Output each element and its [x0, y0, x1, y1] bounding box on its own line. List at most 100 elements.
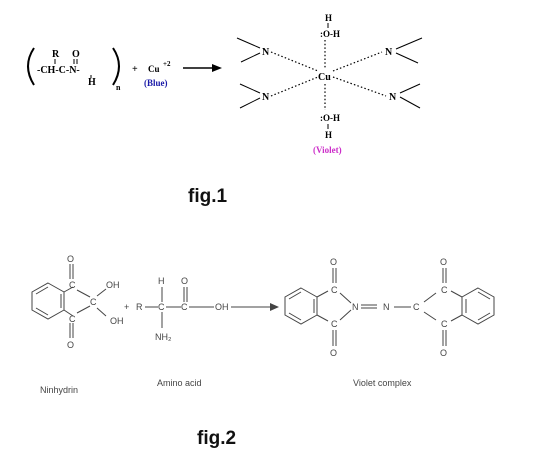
- ninhydrin-label: Ninhydrin: [40, 385, 78, 395]
- copper-charge: +2: [163, 60, 171, 68]
- n-ll-arm-2: [239, 97, 261, 109]
- n-ll-arm-1: [239, 83, 261, 94]
- vc-right-bond-up: [450, 290, 463, 298]
- ninhydrin-inner-bond-1: [35, 286, 49, 295]
- cu-center: Cu: [318, 72, 331, 83]
- vc-o-top-right: O: [440, 257, 447, 267]
- amide-h-label: H: [88, 77, 96, 88]
- n-atom-lower-right: N: [389, 92, 397, 103]
- vc-left-bond-down: [316, 314, 329, 322]
- water-top: :O-H: [320, 29, 340, 39]
- reaction-arrow-1-head: [212, 64, 222, 72]
- n-lr-arm-2: [399, 96, 421, 109]
- vc-left-c-n-down: [339, 309, 352, 321]
- aa-nh2-label: NH₂: [155, 332, 172, 342]
- ninhydrin-oh-bond-2: [96, 307, 107, 317]
- vc-c-lower-right: C: [441, 319, 448, 329]
- r-group-label: R: [52, 49, 60, 60]
- ninhydrin-bond-upper: [63, 286, 74, 293]
- vc-o-top-left: O: [330, 257, 337, 267]
- vc-right-c-down: [423, 311, 437, 321]
- vc-left-inner-1: [288, 291, 302, 300]
- vc-c-lower-left: C: [331, 319, 338, 329]
- vc-right-inner-3: [477, 312, 491, 321]
- aa-c-carboxyl: C: [181, 302, 188, 312]
- fig1-caption: fig.1: [188, 186, 228, 207]
- right-paren: [112, 47, 120, 86]
- n-ur-arm-1: [395, 37, 423, 50]
- ninhydrin-o-bottom: O: [67, 340, 74, 350]
- amino-acid-atoms: + R H C O C OH NH₂ Amino acid: [124, 276, 229, 388]
- vc-c-upper-right: C: [441, 285, 448, 295]
- ninhydrin-benzene-ring: [31, 282, 65, 320]
- fig2-caption: fig.2: [197, 428, 237, 449]
- vc-left-inner-2: [288, 312, 302, 321]
- carbonyl-o-label: O: [72, 49, 80, 60]
- plus-sign-fig2: +: [124, 302, 129, 312]
- vc-o-bottom-left: O: [330, 348, 337, 358]
- fig2-reaction: O O C C C OH OH Ninhydrin + R H C O C OH: [31, 254, 495, 395]
- aa-c-alpha: C: [158, 302, 165, 312]
- n-atom-lower-left: N: [262, 92, 270, 103]
- left-paren: [27, 47, 35, 86]
- plus-sign: +: [132, 64, 138, 75]
- water-bottom-h: H: [325, 130, 332, 140]
- violet-complex-structure: [284, 268, 495, 346]
- n-ur-coordination: [332, 51, 383, 72]
- ninhydrin-oh-bottom: OH: [110, 316, 124, 326]
- vc-c-upper-left: C: [331, 285, 338, 295]
- vc-left-bond-up: [316, 290, 329, 298]
- copper-ion: Cu: [148, 64, 160, 74]
- amino-acid-label: Amino acid: [157, 378, 202, 388]
- vc-c-center-right: C: [413, 302, 420, 312]
- ninhydrin-inner-bond-2: [35, 307, 49, 316]
- amino-acid-structure: [145, 287, 214, 328]
- vc-n-right: N: [383, 302, 390, 312]
- n-ul-arm-1: [236, 37, 261, 49]
- reaction-arrow-2-head: [270, 303, 279, 311]
- n-lr-coordination: [332, 76, 387, 97]
- polypeptide-monomer: R O -CH-C-N- H n: [27, 47, 121, 92]
- vc-left-c-n-up: [339, 292, 352, 304]
- violet-complex-atoms: O O C C N N C O O C C Violet complex: [330, 257, 448, 388]
- ninhydrin-atoms: O O C C C OH OH Ninhydrin: [40, 254, 124, 395]
- water-top-h: H: [325, 13, 332, 23]
- ninhydrin-c-upper: C: [69, 280, 76, 290]
- aa-h-label: H: [158, 276, 165, 286]
- aa-r-label: R: [136, 302, 143, 312]
- ninhydrin-bond-c-c2: [76, 305, 91, 314]
- ninhydrin-c-lower: C: [69, 314, 76, 324]
- ninhydrin-structure: [31, 264, 107, 338]
- violet-complex-label: Violet complex: [353, 378, 412, 388]
- blue-label: (Blue): [144, 78, 168, 88]
- n-ul-coordination: [270, 51, 319, 72]
- vc-right-c-up: [423, 292, 437, 303]
- vc-o-bottom-right: O: [440, 348, 447, 358]
- n-atom-upper-left: N: [262, 47, 270, 58]
- n-ur-arm-2: [395, 52, 419, 64]
- ninhydrin-bond-c-c1: [76, 289, 91, 298]
- n-lr-arm-1: [399, 83, 421, 94]
- ninhydrin-o-top: O: [67, 254, 74, 264]
- fig1-reaction: R O -CH-C-N- H n + Cu +2 (Blue) Cu H :O-…: [27, 13, 423, 155]
- ninhydrin-oh-top: OH: [106, 280, 120, 290]
- aa-oh-label: OH: [215, 302, 229, 312]
- vc-left-benzene: [284, 287, 318, 325]
- vc-right-inner-2: [477, 291, 491, 300]
- ninhydrin-c-center: C: [90, 297, 97, 307]
- n-ul-arm-2: [240, 52, 261, 63]
- violet-label: (Violet): [313, 145, 342, 155]
- vc-right-benzene: [461, 287, 495, 325]
- n-ll-coordination: [270, 76, 319, 97]
- repeat-n-label: n: [116, 83, 121, 92]
- ninhydrin-bond-lower: [63, 309, 74, 317]
- water-bottom: :O-H: [320, 113, 340, 123]
- backbone-chain: -CH-C-N-: [37, 65, 80, 76]
- n-atom-upper-right: N: [385, 47, 393, 58]
- vc-right-bond-down: [450, 314, 463, 322]
- aa-o-label: O: [181, 276, 188, 286]
- ninhydrin-oh-bond-1: [96, 288, 107, 297]
- copper-biuret-complex: Cu H :O-H :O-H H N N N: [236, 13, 423, 155]
- vc-n-left: N: [352, 302, 359, 312]
